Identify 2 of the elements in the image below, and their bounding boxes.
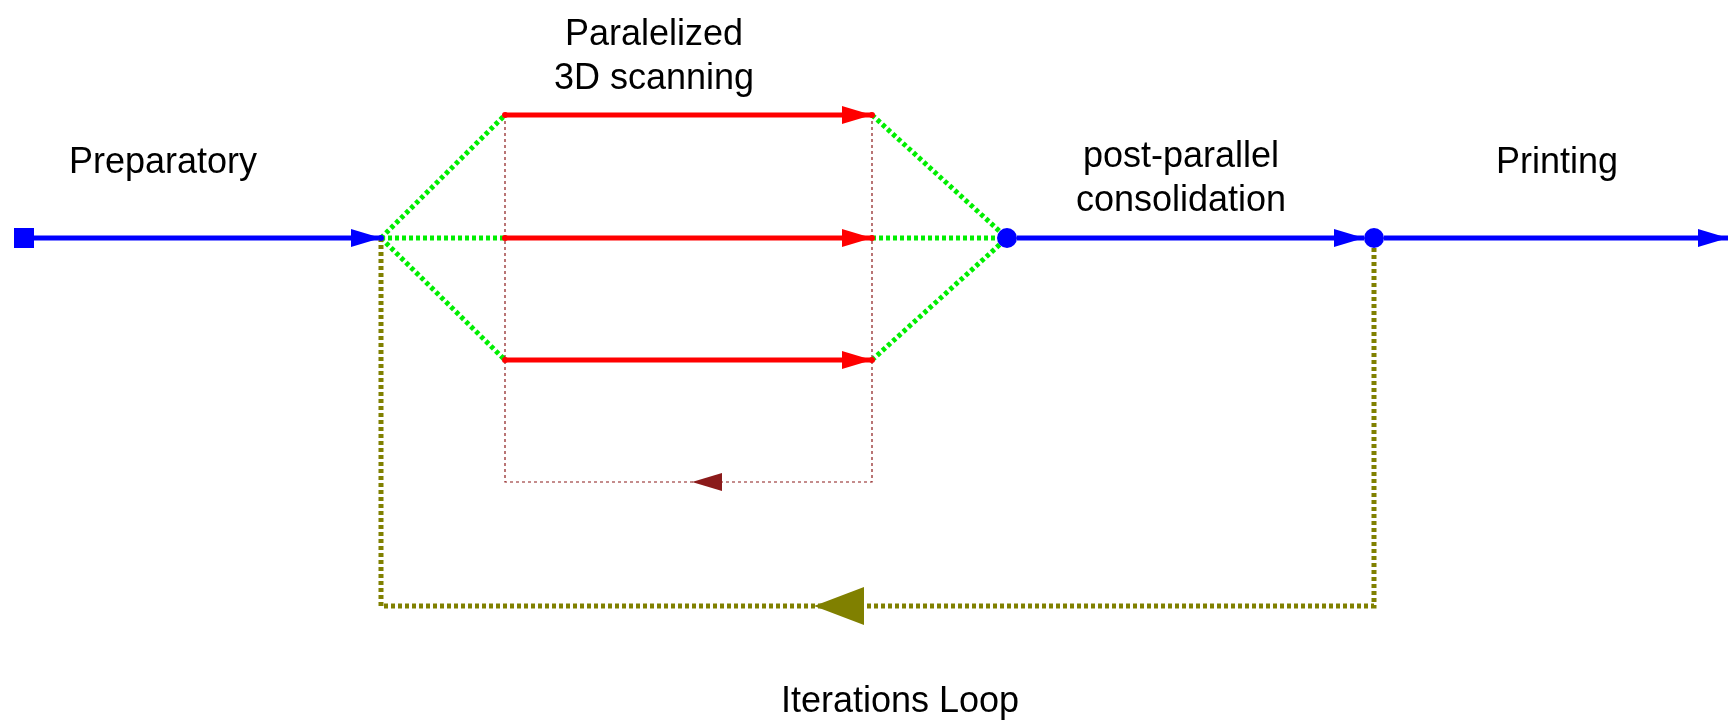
start-square: [14, 228, 34, 248]
stage-label: Paralelized 3D scanning: [552, 11, 756, 99]
